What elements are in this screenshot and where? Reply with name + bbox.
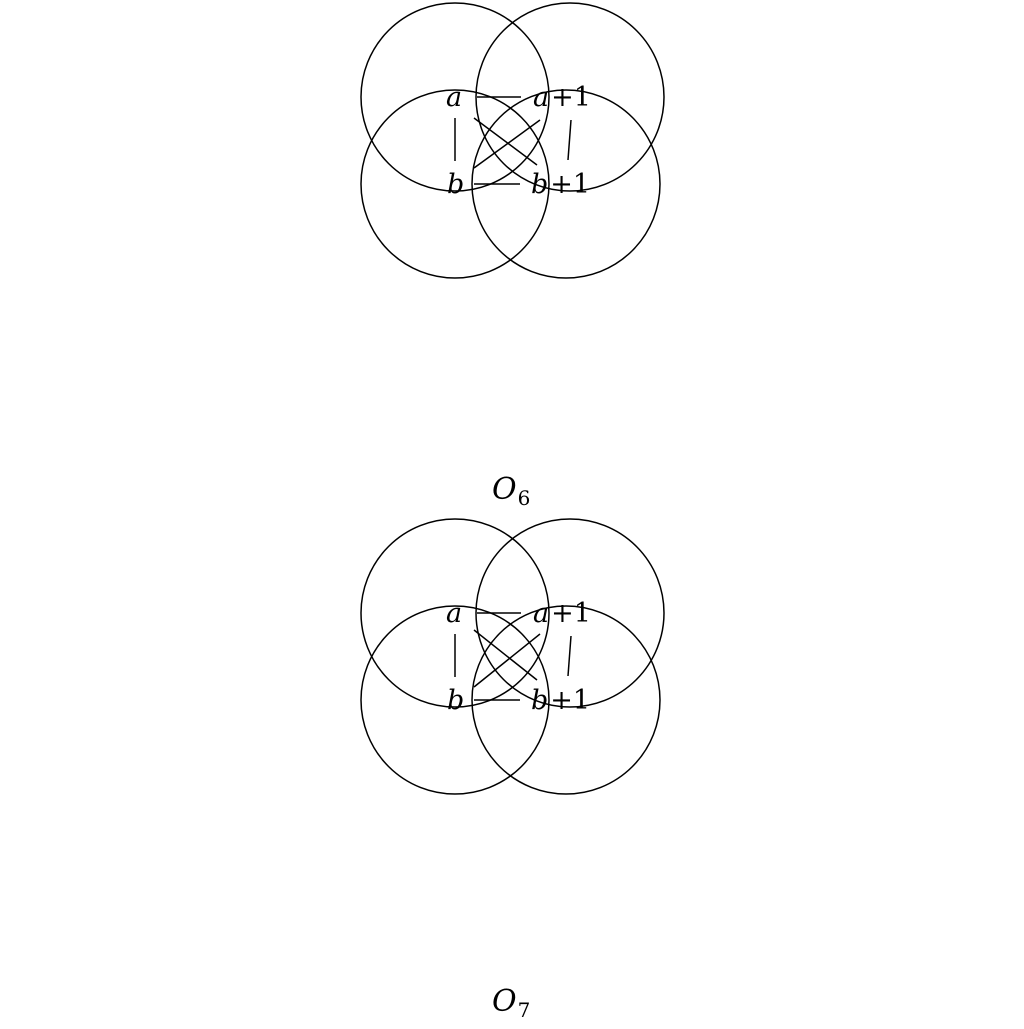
node-a-plus-1: a+1 [533, 82, 591, 113]
node-b-plus-1: b+1 [531, 685, 590, 716]
circle-top-left [360, 518, 550, 708]
caption-o6: O6 [492, 472, 530, 510]
node-b: b [447, 169, 464, 200]
edge-a1-b1 [567, 635, 572, 677]
circle-bottom-right [471, 89, 661, 279]
node-a: a [446, 598, 462, 629]
labels-o6: a a+1 b b+1 O6 [446, 82, 591, 510]
edge-a-b1 [473, 629, 538, 681]
labels-o7: a a+1 b b+1 O7 [446, 598, 591, 1022]
diagram-o7 [360, 518, 665, 795]
node-a: a [446, 82, 462, 113]
edge-b-a1 [473, 633, 541, 688]
edge-a-b1 [473, 117, 538, 166]
node-b-plus-1: b+1 [531, 169, 590, 200]
edge-a1-b1 [567, 119, 572, 161]
circle-bottom-left [360, 605, 550, 795]
diagram-o6 [360, 2, 665, 279]
circle-top-right [475, 518, 665, 708]
caption-o7: O7 [492, 984, 530, 1022]
circle-bottom-left [360, 89, 550, 279]
circle-top-left [360, 2, 550, 192]
node-a-plus-1: a+1 [533, 598, 591, 629]
circle-top-right [475, 2, 665, 192]
edge-b-a1 [473, 119, 541, 169]
circle-bottom-right [471, 605, 661, 795]
node-b: b [447, 685, 464, 716]
